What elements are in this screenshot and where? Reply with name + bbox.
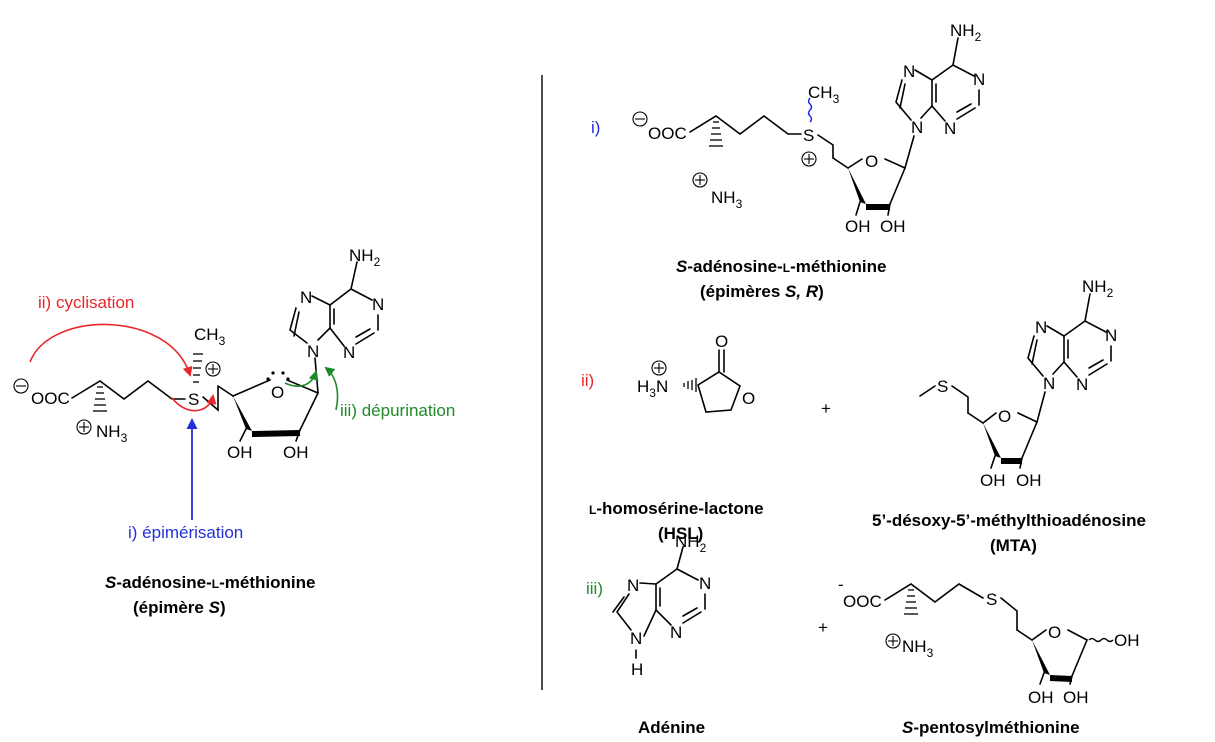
pentosylmethionine-structure: - OOC NH3 S O OH OH OH xyxy=(838,575,1140,707)
left-caption-epimer: (épimère S) xyxy=(133,598,226,617)
wavy-bond xyxy=(807,97,813,123)
svg-text:N: N xyxy=(699,574,711,593)
svg-text:N: N xyxy=(944,119,956,138)
hashed-bond xyxy=(709,121,723,147)
ring-oxygen: O xyxy=(271,383,284,402)
left-caption: S-adénosine-L-méthionine xyxy=(105,573,315,592)
hsl-caption: L-homosérine-lactone xyxy=(589,499,764,518)
svg-text:N: N xyxy=(627,576,639,595)
svg-text:N: N xyxy=(903,62,915,81)
svg-text:O: O xyxy=(998,407,1011,426)
n3-atom: N xyxy=(343,343,355,362)
svg-text:OOC: OOC xyxy=(843,592,882,611)
adenine-caption: Adénine xyxy=(638,718,705,737)
svg-text:O: O xyxy=(1048,623,1061,642)
cyclisation-arrow xyxy=(29,323,193,377)
hashed-bond xyxy=(193,353,203,383)
svg-text:OOC: OOC xyxy=(648,124,687,143)
depurination-arrow xyxy=(284,370,319,387)
svg-text:S: S xyxy=(937,377,948,396)
step-label-i: i) xyxy=(591,118,600,137)
svg-text:NH2: NH2 xyxy=(950,21,982,44)
step-label-iii: iii) xyxy=(586,579,603,598)
svg-text:N: N xyxy=(973,70,985,89)
svg-text:N: N xyxy=(1043,374,1055,393)
svg-text:N: N xyxy=(911,118,923,137)
svg-text:N: N xyxy=(670,623,682,642)
pentosylmethionine-caption: S-pentosylméthionine xyxy=(902,718,1080,737)
plus-sign: + xyxy=(818,618,828,637)
sam-epimers-caption: S-adénosine-L-méthionine xyxy=(676,257,886,276)
step-label-ii: ii) xyxy=(581,371,594,390)
svg-text:N: N xyxy=(1035,318,1047,337)
cyclisation-arrow xyxy=(171,394,217,412)
svg-text:-: - xyxy=(838,575,844,594)
svg-text:NH2: NH2 xyxy=(1082,277,1114,300)
svg-text:N: N xyxy=(1105,326,1117,345)
svg-text:O: O xyxy=(742,389,755,408)
svg-text:N: N xyxy=(1076,375,1088,394)
svg-text:CH3: CH3 xyxy=(808,83,840,106)
svg-text:NH2: NH2 xyxy=(675,532,707,555)
mta-structure: S O OH OH N N NH2 N N xyxy=(919,277,1117,490)
svg-text:OH: OH xyxy=(1114,631,1140,650)
n1-atom: N xyxy=(372,295,384,314)
svg-text:H: H xyxy=(631,660,643,679)
hashed-bond xyxy=(93,386,107,412)
sulfur-atom: S xyxy=(188,390,199,409)
n7-atom: N xyxy=(300,288,312,307)
mta-abbr: (MTA) xyxy=(990,536,1037,555)
hydroxyl-label: OH xyxy=(845,217,871,236)
hsl-structure: H3N O O xyxy=(637,332,755,413)
hydroxyl-label: OH xyxy=(980,471,1006,490)
sam-mechanism-structure: OOC NH3 S CH3 xyxy=(13,246,384,520)
wavy-bond xyxy=(1088,637,1114,643)
plus-sign: + xyxy=(821,399,831,418)
svg-text:H3N: H3N xyxy=(637,377,668,400)
svg-text:O: O xyxy=(715,332,728,351)
svg-text:O: O xyxy=(865,152,878,171)
hydroxyl-label: OH xyxy=(1028,688,1054,707)
hsl-abbr: (HSL) xyxy=(658,524,703,543)
methyl-label: CH3 xyxy=(194,325,226,348)
depurination-label: iii) dépurination xyxy=(340,401,455,420)
sam-epimers-structure: OOC NH3 S CH3 O OH OH N xyxy=(632,21,985,236)
svg-text:N: N xyxy=(630,629,642,648)
hydroxyl-label: OH xyxy=(227,443,253,462)
svg-text:S: S xyxy=(986,590,997,609)
ammonium-label: NH3 xyxy=(96,422,128,445)
cyclisation-label: ii) cyclisation xyxy=(38,293,134,312)
hydroxyl-label: OH xyxy=(1063,688,1089,707)
amine-label: NH2 xyxy=(349,246,381,269)
hydroxyl-label: OH xyxy=(1016,471,1042,490)
hashed-bond xyxy=(904,589,918,615)
depurination-arrow xyxy=(324,366,339,411)
hydroxyl-label: OH xyxy=(283,443,309,462)
positive-charge-symbol xyxy=(76,419,92,435)
mta-caption: 5’-désoxy-5’-méthylthioadénosine xyxy=(872,511,1146,530)
hashed-bond xyxy=(683,378,697,392)
negative-charge-symbol xyxy=(13,378,29,394)
svg-text:NH3: NH3 xyxy=(711,188,743,211)
n9-atom: N xyxy=(307,342,319,361)
sulfur-atom: S xyxy=(803,126,814,145)
hydroxyl-label: OH xyxy=(880,217,906,236)
sulfonium-charge xyxy=(205,361,221,377)
sam-epimers-subcaption: (épimères S, R) xyxy=(700,282,824,301)
epimerisation-label: i) épimérisation xyxy=(128,523,243,542)
carboxylate-label: OOC xyxy=(31,389,70,408)
svg-text:NH3: NH3 xyxy=(902,637,934,660)
adenine-structure: NH2 N N N N H xyxy=(612,532,711,679)
